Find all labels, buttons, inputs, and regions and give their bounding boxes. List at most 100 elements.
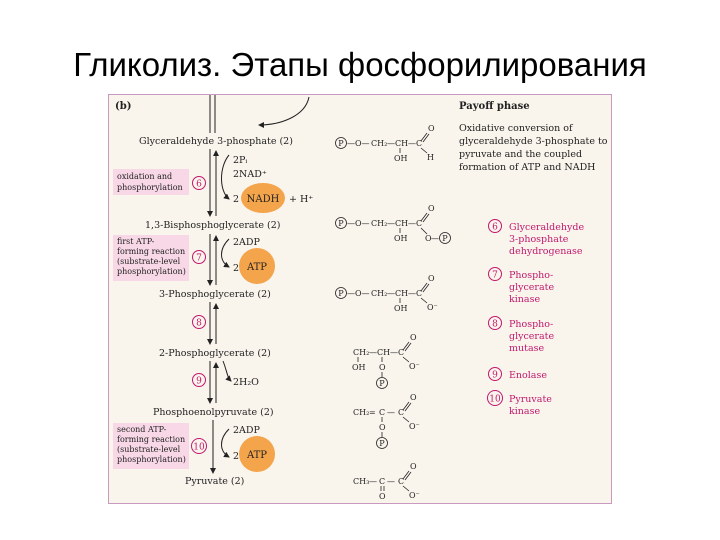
structure-label: OH [352, 363, 366, 372]
incoming-curved-arrow [258, 96, 310, 128]
reaction-arrow-step7 [207, 234, 219, 286]
structure-label: O⁻ [409, 362, 420, 371]
structure-label: O [428, 274, 435, 283]
step-circle-8 [192, 315, 206, 329]
reagent-nad: 2NAD⁺ [233, 169, 267, 180]
structure-label: CH₃ [353, 477, 369, 486]
structure-label: O [379, 363, 386, 372]
reaction-arrow-step6 [207, 149, 219, 217]
step-circle-7 [192, 250, 206, 264]
structure-label: CH [377, 348, 390, 357]
structure-label: — [387, 219, 395, 228]
structure-label: — [408, 139, 416, 148]
note-step10-line: phosphorylation) [117, 455, 186, 464]
note-step7-line: phosphorylation) [117, 267, 186, 276]
structure-label: — [408, 219, 416, 228]
enzyme-name-line: Enolase [509, 370, 547, 381]
reagent-adp-1: 2ADP [233, 237, 261, 248]
reagent-atp-2: ATP [246, 450, 267, 461]
note-step6-line: phosphorylation [117, 183, 183, 192]
structure-label: O⁻ [409, 422, 420, 431]
structure-label: O [410, 393, 417, 402]
structure-phosphoenolpyruvate: CH₂ = C — C O P O O⁻ [353, 393, 420, 449]
structure-label: O [379, 492, 386, 501]
structure-label: — [431, 234, 439, 243]
structure-label: OH [394, 304, 408, 313]
structure-label: O [379, 423, 386, 432]
glycolysis-diagram-panel: (b) Glyceraldehyde 3-phosphate (2) 1,3-B… [108, 94, 612, 504]
structure-label: —O— [347, 289, 370, 298]
structure-label: CH₂ [353, 348, 369, 357]
note-step7-line: (substrate-level [117, 257, 181, 266]
structure-label: P [442, 234, 448, 243]
metabolite-3-phosphoglycerate: 3-Phosphoglycerate (2) [159, 289, 271, 300]
nadh-highlight [241, 183, 285, 213]
structure-label: — [387, 139, 395, 148]
metabolite-2-phosphoglycerate: 2-Phosphoglycerate (2) [159, 348, 271, 359]
enzyme-legend-6: 6 Glyceraldehyde 3-phosphate dehydrogena… [488, 219, 584, 257]
side-arrow-step9 [222, 360, 232, 382]
phase-title: Payoff phase [459, 101, 530, 112]
step-number-9: 9 [196, 377, 202, 387]
structure-label: O⁻ [409, 491, 420, 500]
structure-label: O [428, 204, 435, 213]
structure-pyruvate: CH₃ — C — C O O O⁻ [353, 462, 420, 501]
structure-label: OH [394, 234, 408, 243]
reagent-adp-2: 2ADP [233, 425, 261, 436]
structure-label: — [390, 348, 398, 357]
enzyme-number: 10 [489, 395, 501, 405]
glycolysis-diagram: (b) Glyceraldehyde 3-phosphate (2) 1,3-B… [113, 95, 608, 501]
enzyme-name-line: kinase [509, 294, 540, 305]
structure-label: P [379, 439, 385, 448]
structure-label: O [410, 333, 417, 342]
reagent-nadh: NADH [247, 194, 280, 205]
structure-label: CH [395, 219, 408, 228]
reagent-atp-1: ATP [246, 262, 267, 273]
reaction-arrow-step8 [207, 302, 219, 345]
enzyme-legend-10: 10 Pyruvate kinase [487, 390, 552, 417]
step-circle-9 [192, 373, 206, 387]
metabolite-phosphoenolpyruvate: Phosphoenolpyruvate (2) [153, 407, 274, 418]
enzyme-legend-7: 7 Phospho- glycerate kinase [488, 267, 554, 305]
structure-label: C [379, 477, 385, 486]
note-step10-line: (substrate-level [117, 445, 181, 454]
structure-label: OH [394, 154, 408, 163]
enzyme-name-line: mutase [509, 343, 544, 354]
structure-3-phosphoglycerate: P —O— CH₂ — CH — C OH O O⁻ [335, 274, 438, 313]
enzyme-number: 9 [492, 371, 498, 381]
structure-label: = [369, 408, 376, 417]
enzyme-number: 6 [492, 223, 498, 233]
step-number-10: 10 [193, 443, 205, 453]
reaction-arrow-step9 [207, 361, 219, 404]
structure-label: — [387, 289, 395, 298]
enzyme-name-line: Glyceraldehyde [509, 222, 584, 233]
structure-label: — [369, 477, 377, 486]
structure-label: O [410, 462, 417, 471]
structure-label: CH₂ [371, 219, 387, 228]
structure-label: C [416, 219, 422, 228]
reagent-proton: + H⁺ [289, 194, 313, 205]
structure-label: — [387, 408, 395, 417]
note-box-step10 [113, 423, 189, 469]
enzyme-name-line: dehydrogenase [509, 246, 583, 257]
note-step10-line: forming reaction [117, 435, 185, 444]
structure-2-phosphoglycerate: CH₂ — CH — C OH O P O O⁻ [352, 333, 420, 389]
atp-2-coefficient: 2 [233, 451, 239, 462]
structure-label: C [398, 477, 404, 486]
structure-label: P [379, 379, 385, 388]
metabolite-1-3-bisphosphoglycerate: 1,3-Bisphosphoglycerate (2) [145, 220, 280, 231]
structure-label: —O— [347, 139, 370, 148]
metabolite-pyruvate: Pyruvate (2) [185, 476, 244, 487]
structure-1-3-bisphosphoglycerate: P —O— CH₂ — CH — C OH O O — P [335, 204, 451, 244]
structure-label: O [425, 234, 432, 243]
panel-label: (b) [115, 101, 131, 112]
structure-label: CH [395, 289, 408, 298]
side-arrow-step10 [221, 428, 230, 458]
note-step6-line: oxidation and [117, 172, 172, 181]
phase-description-line: formation of ATP and NADH [459, 162, 595, 173]
structure-label: — [369, 348, 377, 357]
step-number-7: 7 [196, 254, 202, 264]
structure-label: CH₂ [353, 408, 369, 417]
structure-label: CH [395, 139, 408, 148]
slide-title: Гликолиз. Этапы фосфорилирования [73, 46, 647, 83]
